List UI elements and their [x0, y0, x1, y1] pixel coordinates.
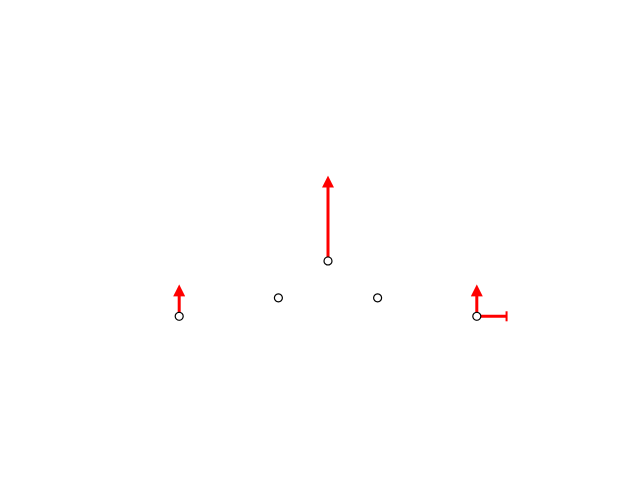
point-4: [373, 293, 383, 303]
point-3: [323, 256, 333, 266]
vector-4: [476, 311, 508, 322]
point-5: [472, 311, 482, 321]
point-1: [174, 311, 184, 321]
point-2: [273, 293, 283, 303]
points-layer: [174, 256, 482, 321]
vectors-layer: [173, 175, 508, 322]
